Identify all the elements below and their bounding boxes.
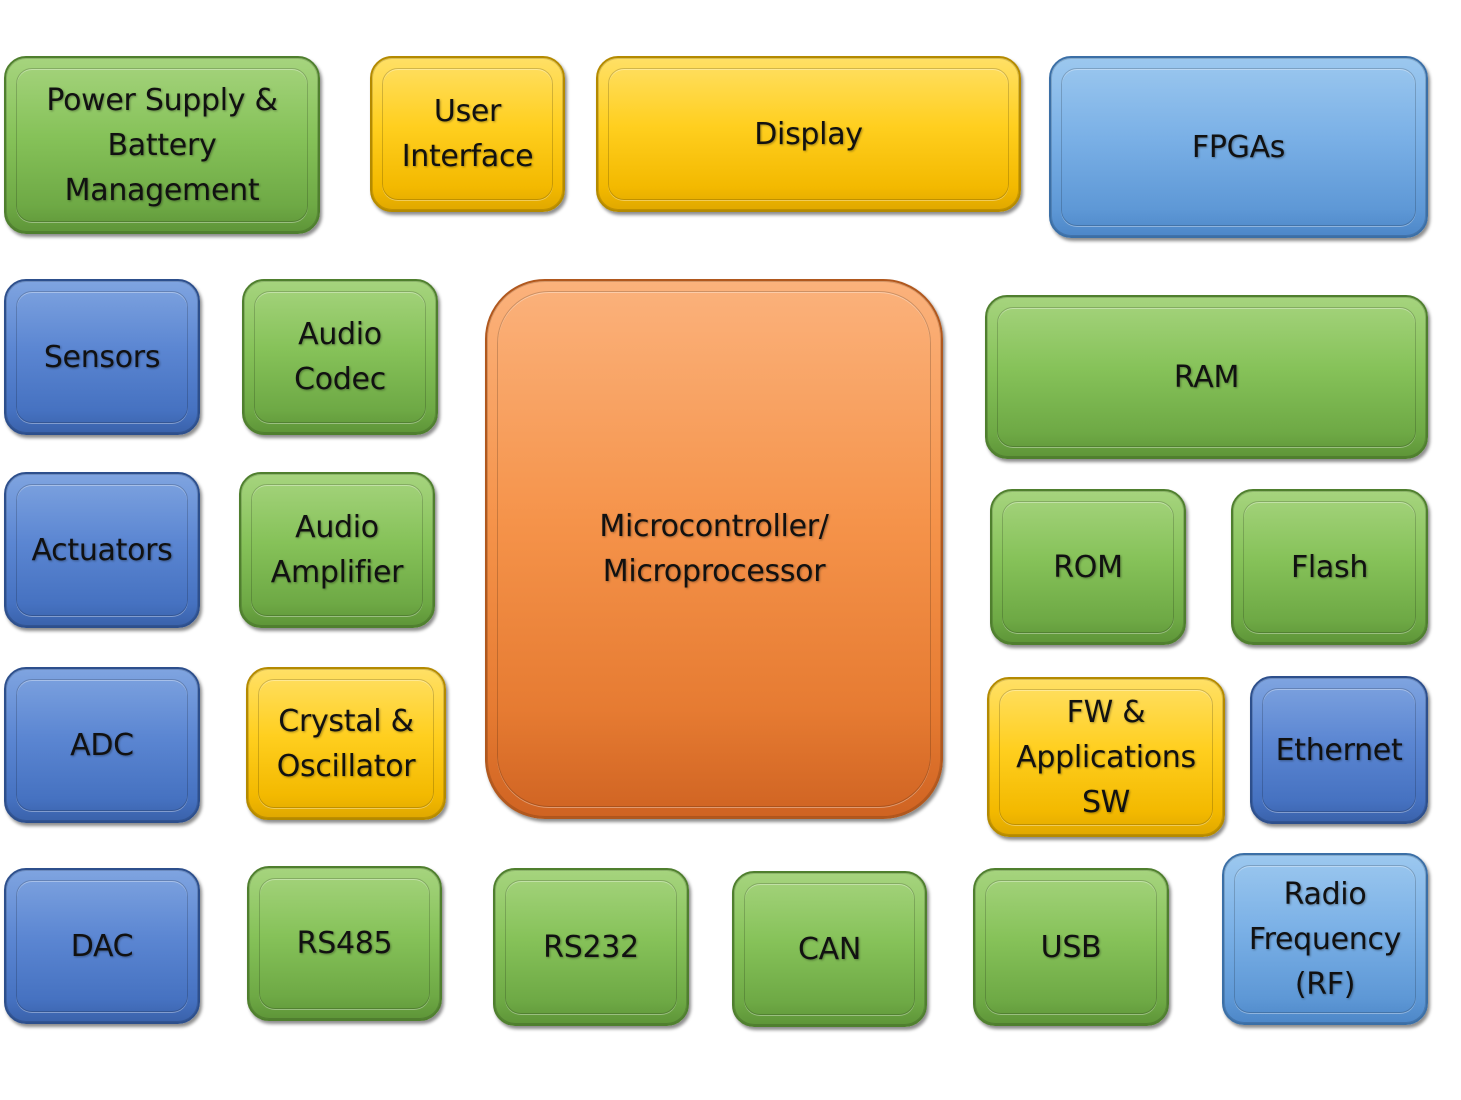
block-microcontroller: Microcontroller/ Microprocessor xyxy=(485,279,943,819)
block-can: CAN xyxy=(732,871,927,1027)
block-label: FPGAs xyxy=(1191,129,1286,165)
block-label: ADC xyxy=(70,727,134,763)
block-label: Audio Codec xyxy=(294,317,386,397)
block-radio-frequency: Radio Frequency (RF) xyxy=(1222,853,1428,1025)
block-adc: ADC xyxy=(4,667,200,823)
block-label: Audio Amplifier xyxy=(270,510,404,590)
block-label: USB xyxy=(1040,929,1102,965)
block-label: Display xyxy=(754,116,863,152)
block-audio-codec: Audio Codec xyxy=(242,279,438,435)
block-ram: RAM xyxy=(985,295,1428,459)
block-label: ROM xyxy=(1053,549,1123,585)
block-usb: USB xyxy=(973,868,1169,1026)
block-fw-applications-sw: FW & Applications SW xyxy=(987,677,1225,837)
block-rs232: RS232 xyxy=(493,868,689,1026)
block-label: DAC xyxy=(70,928,134,964)
block-label: Ethernet xyxy=(1275,732,1403,768)
block-label: User Interface xyxy=(401,94,534,174)
block-rs485: RS485 xyxy=(247,866,442,1021)
block-label: RS232 xyxy=(543,929,639,965)
block-label: Microcontroller/ Microprocessor xyxy=(599,509,829,589)
block-actuators: Actuators xyxy=(4,472,200,628)
block-power-supply: Power Supply & Battery Management xyxy=(4,56,320,234)
block-crystal-oscillator: Crystal & Oscillator xyxy=(246,667,446,820)
block-audio-amplifier: Audio Amplifier xyxy=(239,472,435,628)
block-ethernet: Ethernet xyxy=(1250,676,1428,824)
block-label: Radio Frequency (RF) xyxy=(1248,876,1402,1002)
block-label: Crystal & Oscillator xyxy=(276,703,416,784)
block-label: FW & Applications SW xyxy=(1016,694,1196,820)
block-flash: Flash xyxy=(1231,489,1428,645)
block-dac: DAC xyxy=(4,868,200,1024)
block-label: Flash xyxy=(1290,549,1369,585)
block-rom: ROM xyxy=(990,489,1186,645)
block-label: Actuators xyxy=(31,532,173,568)
block-label: Power Supply & Battery Management xyxy=(46,82,278,208)
block-label: RS485 xyxy=(296,926,393,961)
block-display: Display xyxy=(596,56,1021,212)
block-label: CAN xyxy=(797,931,861,967)
block-label: Sensors xyxy=(43,339,161,375)
block-fpgas: FPGAs xyxy=(1049,56,1428,238)
block-sensors: Sensors xyxy=(4,279,200,435)
block-label: RAM xyxy=(1173,359,1240,395)
block-user-interface: User Interface xyxy=(370,56,565,212)
